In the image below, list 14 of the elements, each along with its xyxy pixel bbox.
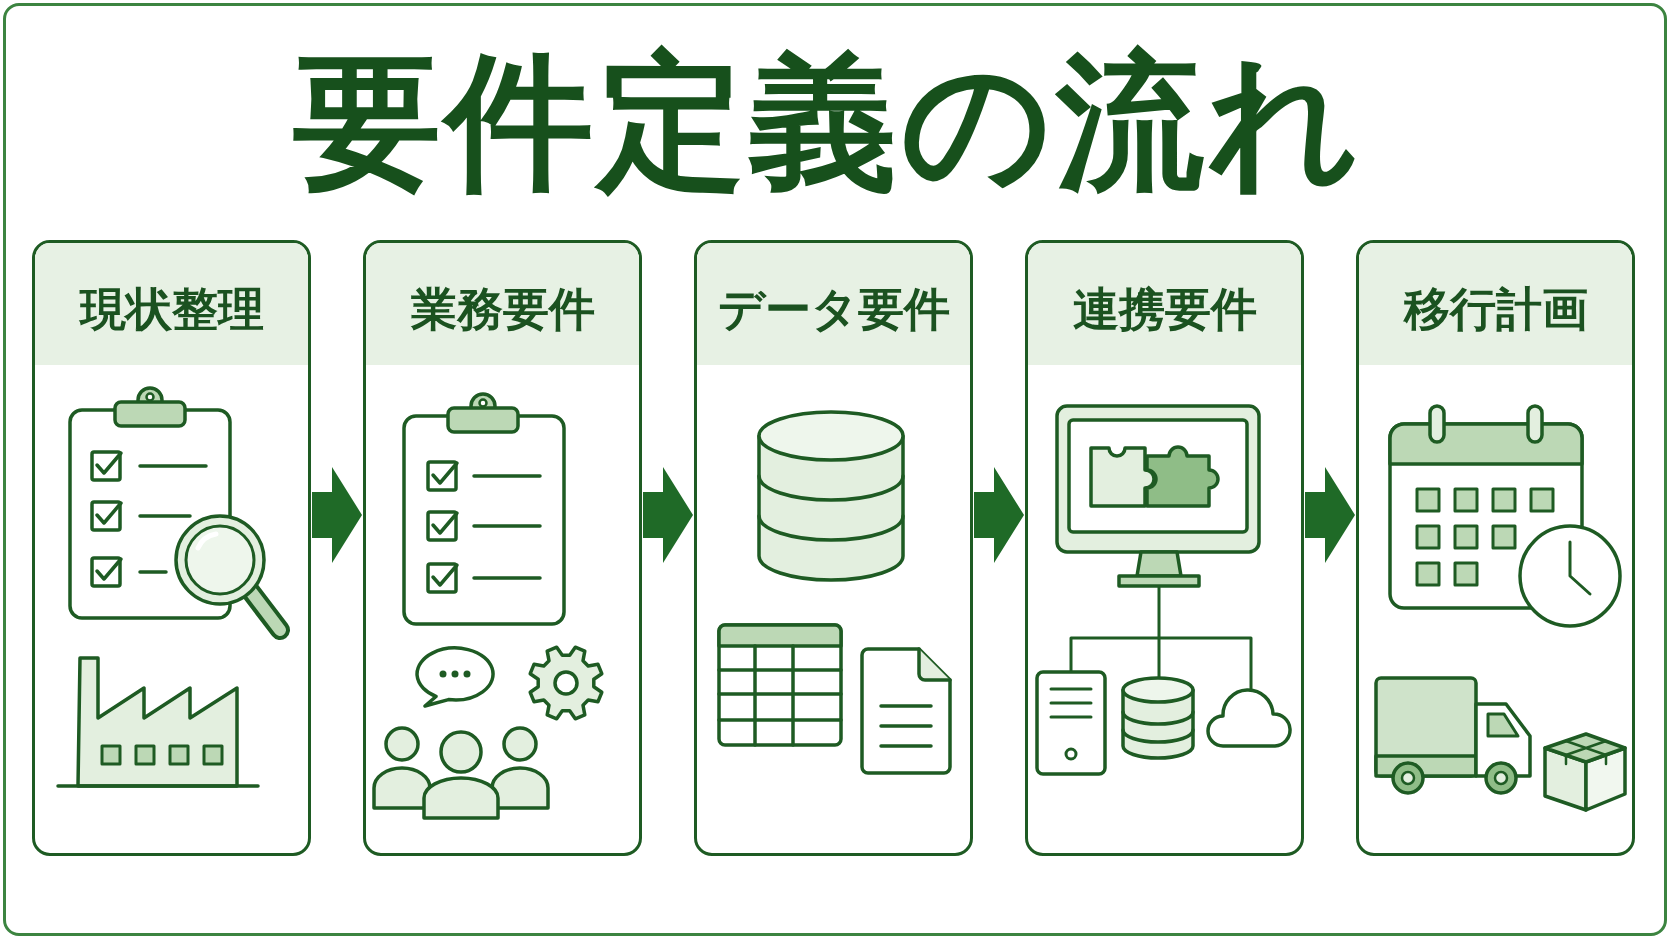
- step-panel: [1356, 240, 1635, 856]
- step-panel: [32, 240, 311, 856]
- step-title: 現状整理: [79, 286, 264, 332]
- step-title: データ要件: [717, 286, 950, 332]
- step-title: 移行計画: [1403, 286, 1588, 332]
- flow-arrow: [1305, 467, 1355, 563]
- flow-arrow: [643, 467, 693, 563]
- step-panel: [1025, 240, 1304, 856]
- flow-arrow: [974, 467, 1024, 563]
- flow-arrow: [312, 467, 362, 563]
- step-panel: [694, 240, 973, 856]
- step-title: 業務要件: [410, 286, 595, 332]
- step-panel: [363, 240, 642, 856]
- step-title: 連携要件: [1072, 286, 1257, 332]
